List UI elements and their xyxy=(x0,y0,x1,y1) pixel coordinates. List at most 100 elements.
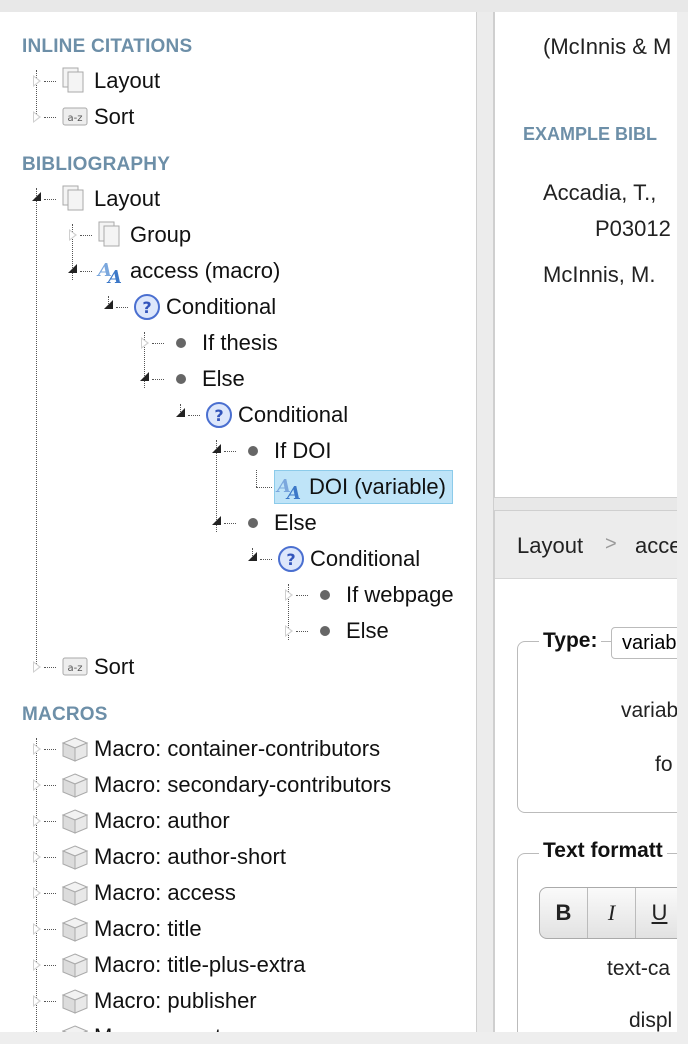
tree-node-label: Macro: publisher xyxy=(94,988,257,1013)
bib-entry-text: P03012 xyxy=(595,216,671,241)
tree-node-label: Conditional xyxy=(166,294,277,319)
collapse-toggle[interactable] xyxy=(248,552,257,561)
layout-icon xyxy=(96,220,126,250)
tree-node-label: Macro: access xyxy=(94,880,236,905)
collapse-toggle[interactable] xyxy=(104,300,113,309)
tree-node-bib-layout[interactable]: Layout xyxy=(60,182,160,216)
collapse-toggle[interactable] xyxy=(212,444,221,453)
collapse-toggle[interactable] xyxy=(32,192,41,201)
expand-toggle[interactable] xyxy=(33,75,41,87)
layout-icon xyxy=(60,66,90,96)
tree-node-macro[interactable]: Macro: title xyxy=(60,912,202,946)
section-header-bibliography: BIBLIOGRAPHY xyxy=(22,154,171,175)
bullet-icon xyxy=(320,626,330,636)
tree-node-bib-sort[interactable]: a-z Sort xyxy=(60,650,134,684)
bullet-icon xyxy=(248,518,258,528)
tree-node-macro[interactable]: Macro: publisher xyxy=(60,984,257,1018)
expand-toggle[interactable] xyxy=(33,995,41,1007)
macro-icon xyxy=(60,878,90,908)
tree-node-macro[interactable]: Macro: title-plus-extra xyxy=(60,948,306,982)
tree-node-macro[interactable]: Macro: container-contributors xyxy=(60,732,380,766)
display-label: displ xyxy=(629,1009,673,1032)
tree-node-macro[interactable]: Macro: event xyxy=(60,1020,221,1032)
tree-node-label: If DOI xyxy=(274,438,332,463)
expand-toggle[interactable] xyxy=(285,625,293,637)
svg-text:A: A xyxy=(285,483,301,502)
expand-toggle[interactable] xyxy=(141,337,149,349)
expand-toggle[interactable] xyxy=(33,959,41,971)
bold-button[interactable]: B xyxy=(540,888,588,938)
type-select[interactable]: variab xyxy=(611,627,688,659)
example-citation-text: (McInnis & M xyxy=(543,34,672,59)
bullet-icon xyxy=(176,374,186,384)
breadcrumb-item-layout[interactable]: Layout xyxy=(517,533,584,558)
layout-icon xyxy=(60,184,90,214)
tree-node-label: Layout xyxy=(94,68,161,93)
expand-toggle[interactable] xyxy=(33,851,41,863)
tree-node-conditional-2[interactable]: ? Conditional xyxy=(204,398,348,432)
text-case-label: text-ca xyxy=(607,957,671,980)
bullet-icon xyxy=(176,338,186,348)
macro-icon xyxy=(60,734,90,764)
expand-toggle[interactable] xyxy=(33,815,41,827)
expand-toggle[interactable] xyxy=(33,743,41,755)
tree-node-label: Conditional xyxy=(238,402,349,427)
expand-toggle[interactable] xyxy=(33,923,41,935)
macro-icon xyxy=(60,842,90,872)
tree-node-macro[interactable]: Macro: access xyxy=(60,876,236,910)
tree-node-macro[interactable]: Macro: author-short xyxy=(60,840,286,874)
italic-button[interactable]: I xyxy=(588,888,636,938)
tree-node-else-3[interactable]: Else xyxy=(312,614,389,648)
breadcrumb-separator: > xyxy=(605,533,617,555)
conditional-icon: ? xyxy=(276,544,306,574)
tree-node-inline-sort[interactable]: a-z Sort xyxy=(60,100,134,134)
pane-splitter[interactable] xyxy=(476,12,494,1032)
collapse-toggle[interactable] xyxy=(140,372,149,381)
tree-node-label: Macro: secondary-contributors xyxy=(94,772,392,797)
section-header-inline-citations: INLINE CITATIONS xyxy=(22,36,193,57)
tree-node-label: Sort xyxy=(94,104,135,129)
node-editor-pane: Layout > acce Type: variab variab fo Tex… xyxy=(494,510,688,1032)
macro-icon xyxy=(60,770,90,800)
collapse-toggle[interactable] xyxy=(212,516,221,525)
macro-icon xyxy=(60,806,90,836)
tree-node-group[interactable]: Group xyxy=(96,218,191,252)
tree-node-conditional-3[interactable]: ? Conditional xyxy=(276,542,420,576)
tree-node-if-thesis[interactable]: If thesis xyxy=(168,326,278,360)
tree-node-macro[interactable]: Macro: secondary-contributors xyxy=(60,768,391,802)
example-preview-pane: (McInnis & M EXAMPLE BIBL Accadia, T., P… xyxy=(494,12,688,498)
breadcrumb-item-access[interactable]: acce xyxy=(635,533,682,558)
sort-icon: a-z xyxy=(60,102,90,132)
sort-icon: a-z xyxy=(60,652,90,682)
tree-node-inline-layout[interactable]: Layout xyxy=(60,64,160,98)
tree-node-label: Group xyxy=(130,222,192,247)
svg-text:A: A xyxy=(106,267,122,286)
svg-text:A: A xyxy=(275,476,291,497)
tree-node-else-1[interactable]: Else xyxy=(168,362,245,396)
expand-toggle[interactable] xyxy=(33,111,41,123)
collapse-toggle[interactable] xyxy=(176,408,185,417)
tree-node-else-2[interactable]: Else xyxy=(240,506,317,540)
expand-toggle[interactable] xyxy=(33,887,41,899)
tree-node-conditional-1[interactable]: ? Conditional xyxy=(132,290,276,324)
expand-toggle[interactable] xyxy=(33,661,41,673)
variable-label: variab xyxy=(621,699,679,722)
tree-node-if-webpage[interactable]: If webpage xyxy=(312,578,454,612)
conditional-icon: ? xyxy=(132,292,162,322)
tree-node-label: Else xyxy=(274,510,317,535)
tree-node-macro[interactable]: Macro: author xyxy=(60,804,230,838)
expand-toggle[interactable] xyxy=(33,1031,41,1032)
collapse-toggle[interactable] xyxy=(68,264,77,273)
macro-icon xyxy=(60,914,90,944)
tree-node-label: Sort xyxy=(94,654,135,679)
tree-node-if-doi[interactable]: If DOI xyxy=(240,434,331,468)
tree-node-label: Macro: event xyxy=(94,1024,221,1032)
expand-toggle[interactable] xyxy=(285,589,293,601)
expand-toggle[interactable] xyxy=(69,229,77,241)
text-formatting-fieldset xyxy=(517,853,688,1032)
breadcrumb: Layout > acce xyxy=(495,511,688,579)
expand-toggle[interactable] xyxy=(33,779,41,791)
tree-node-label: Else xyxy=(202,366,245,391)
